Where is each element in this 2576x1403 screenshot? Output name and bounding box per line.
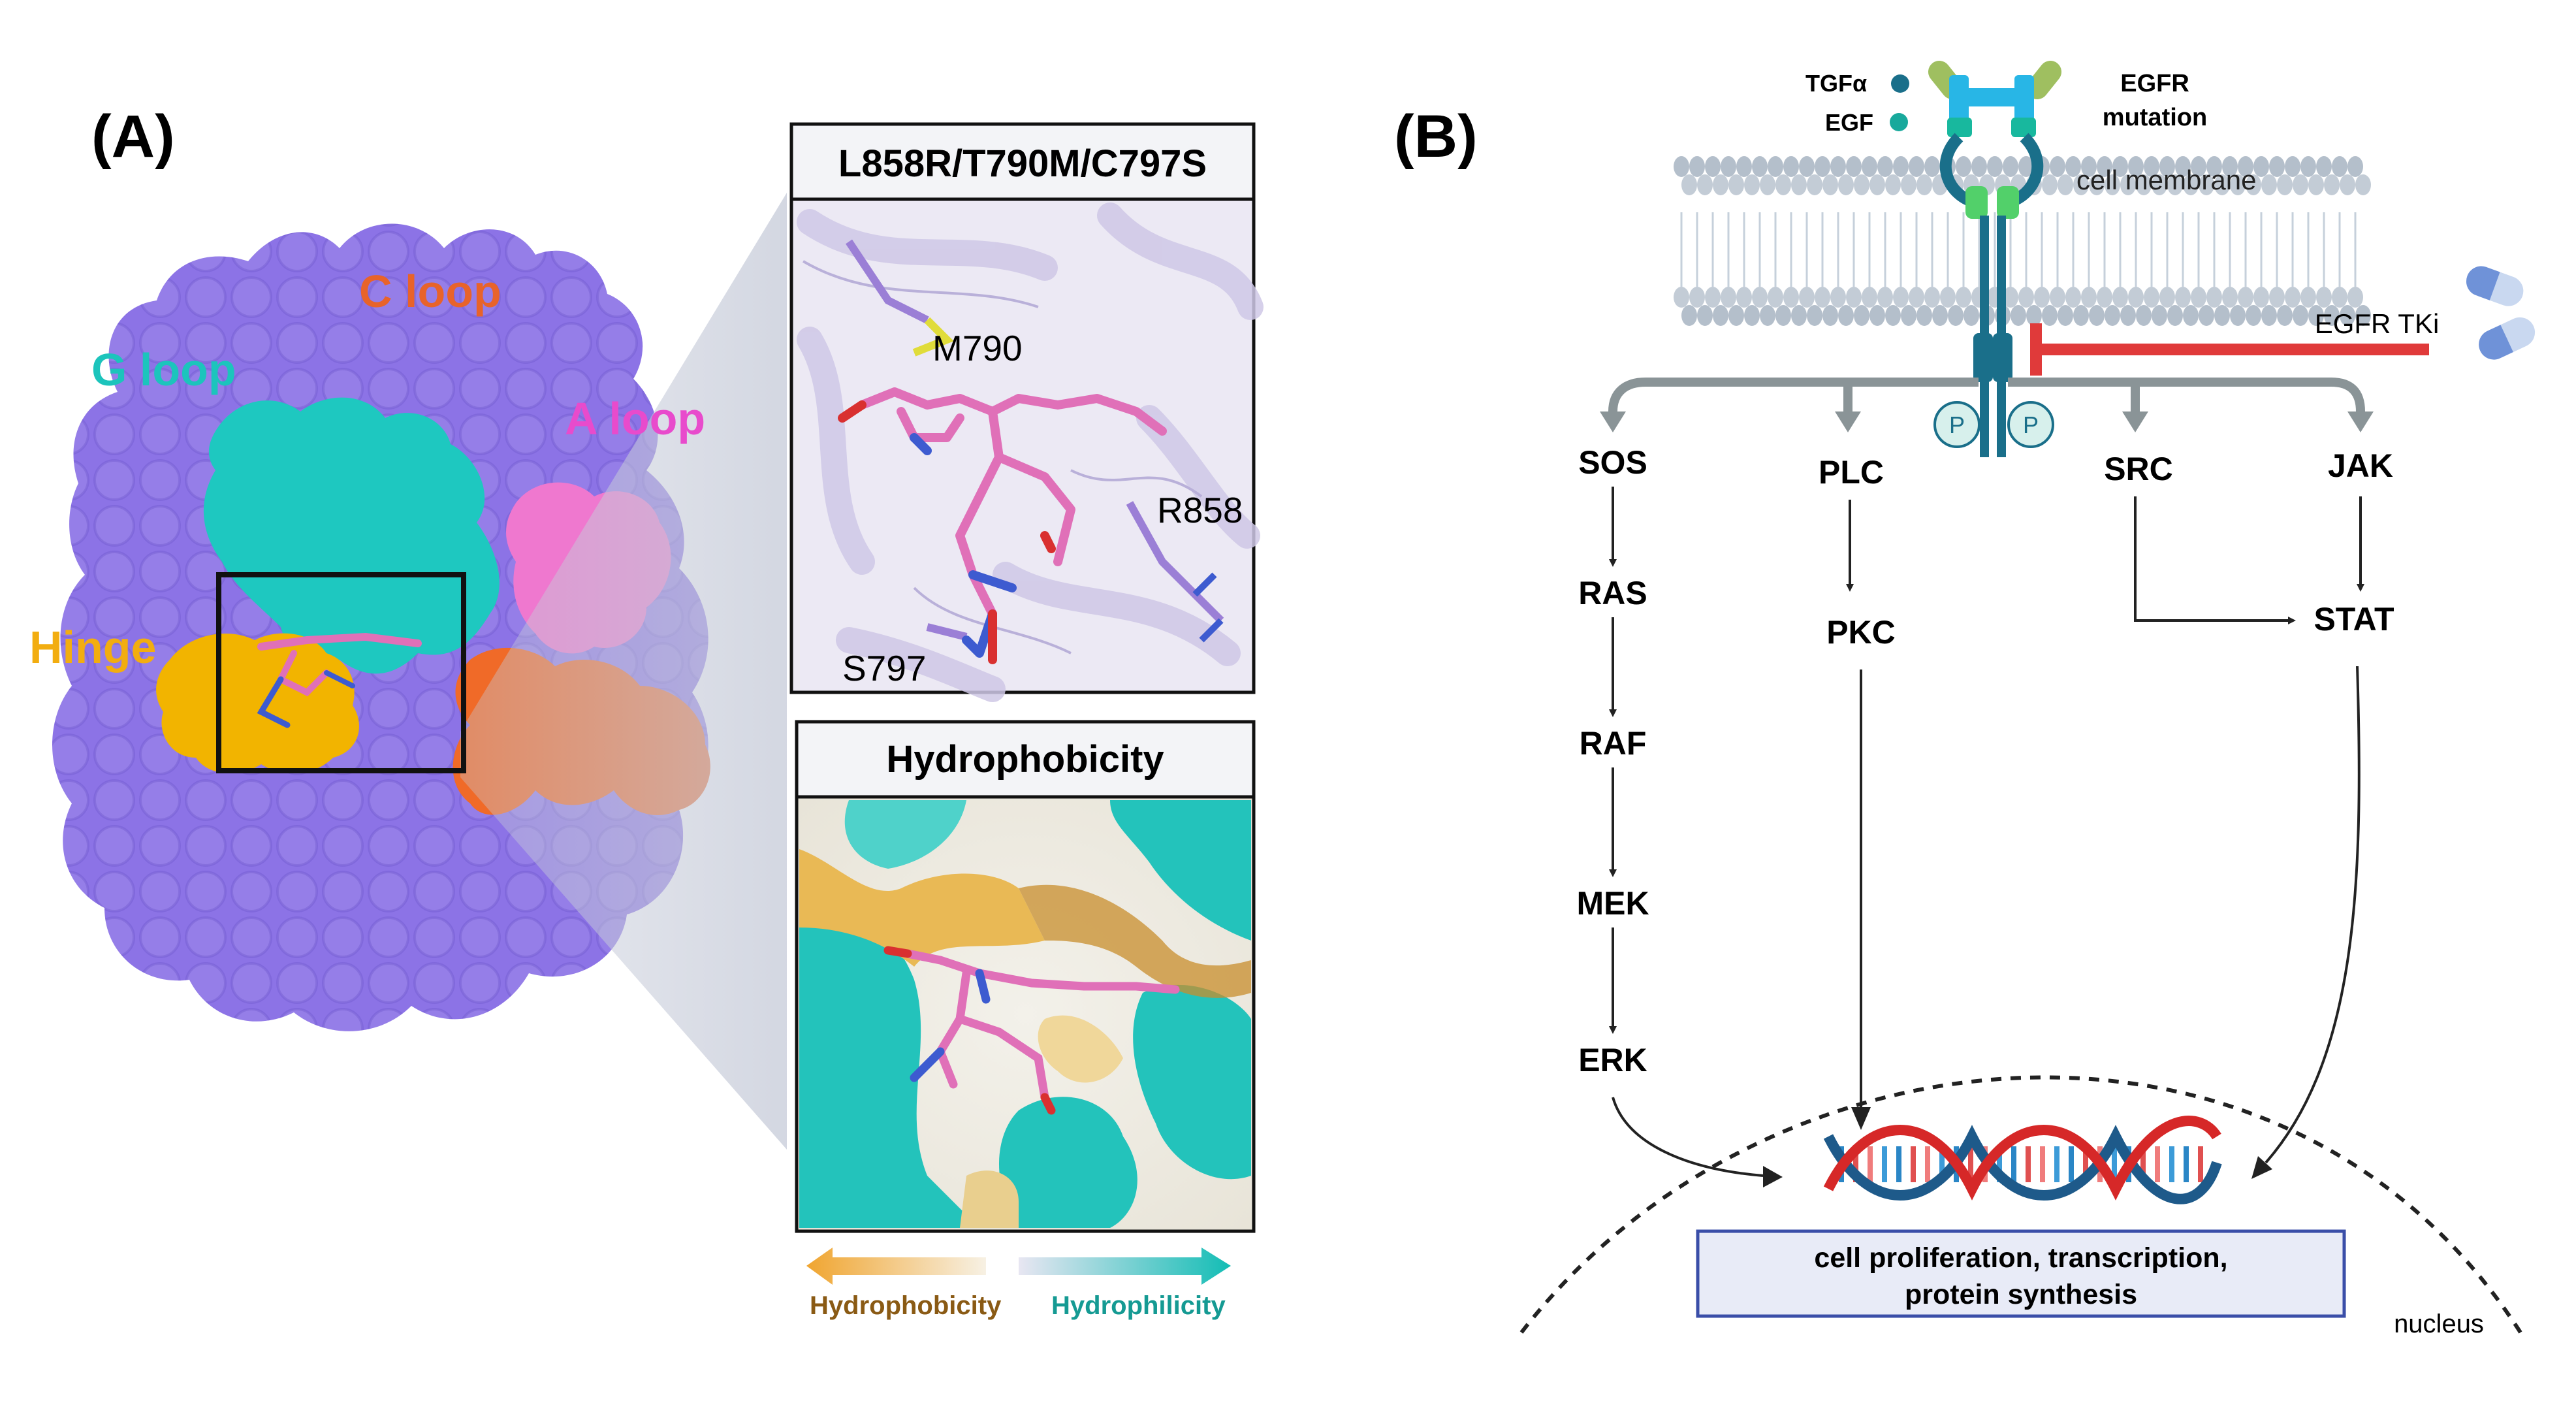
- ligand-tgfa-label: TGFα: [1805, 70, 1867, 97]
- panel-a-label: (A): [91, 103, 175, 170]
- tgfa-dot: [1891, 74, 1909, 93]
- node-erk: ERK: [1578, 1042, 1647, 1078]
- protein-surface: [52, 193, 787, 1150]
- r858-stick: [1126, 501, 1224, 624]
- cascade-arrowheads: [1763, 1107, 2272, 1187]
- node-src: SRC: [2104, 451, 2173, 487]
- tki-inhibition: EGFR TKi: [2030, 308, 2440, 376]
- phospho-right: P: [2007, 401, 2054, 448]
- nucleus-label: nucleus: [2394, 1310, 2484, 1338]
- egfr-receptor: [1928, 61, 2061, 457]
- m790-stick: [846, 239, 929, 324]
- nucleus-boundary: [1519, 1075, 2522, 1334]
- hinge-label: Hinge: [29, 622, 156, 673]
- ligand-egf-label: EGF: [1825, 109, 1873, 136]
- zoom-wedge: [460, 193, 787, 1150]
- hydro-legend: Hydrophobicity Hydrophilicity: [806, 1248, 1231, 1320]
- hydrophobicity-box: Hydrophobicity: [795, 720, 1256, 1233]
- mutant-box-title: L858R/T790M/C797S: [838, 142, 1207, 185]
- cell-membrane: cell membrane: [1672, 156, 2377, 330]
- ligand-sticks: [838, 387, 1167, 664]
- outcome-box: cell proliferation, transcription, prote…: [1696, 1229, 2346, 1318]
- pocket-selection-box: [216, 572, 466, 773]
- branch-arrowheads: [1600, 411, 2374, 432]
- svg-text:P: P: [2023, 411, 2039, 438]
- node-pkc: PKC: [1826, 614, 1896, 651]
- legend-arrow-hydrophobic: [806, 1248, 986, 1285]
- node-stat: STAT: [2314, 601, 2394, 637]
- membrane-label: cell membrane: [2076, 165, 2256, 195]
- node-plc: PLC: [1819, 454, 1884, 491]
- outcome-line-2: protein synthesis: [1905, 1279, 2137, 1310]
- residue-r858: R858: [1157, 490, 1243, 530]
- node-ras: RAS: [1578, 575, 1647, 611]
- c-loop-label: C loop: [359, 266, 501, 317]
- legend-hydrophilicity: Hydrophilicity: [1051, 1291, 1226, 1320]
- node-sos: SOS: [1578, 444, 1647, 481]
- g-loop-label: G loop: [91, 344, 236, 395]
- hinge-region: [156, 633, 359, 773]
- tki-label: EGFR TKi: [2315, 308, 2440, 339]
- legend-hydrophobicity: Hydrophobicity: [810, 1291, 1002, 1320]
- egfr-mutation-l2: mutation: [2103, 104, 2207, 131]
- residue-s797: S797: [842, 648, 926, 688]
- g-loop-region: [203, 397, 500, 674]
- egf-dot: [1890, 113, 1908, 131]
- node-raf: RAF: [1580, 725, 1647, 762]
- mutant-zoom-box: L858R/T790M/C797S: [789, 122, 1264, 702]
- hydro-box-title: Hydrophobicity: [886, 738, 1164, 781]
- egfr-mutation-l1: EGFR: [2120, 70, 2189, 97]
- legend-arrow-hydrophilic: [1019, 1248, 1231, 1285]
- node-mek: MEK: [1576, 885, 1649, 922]
- dna-helix-icon: [1823, 1116, 2222, 1204]
- phospho-left: P: [1933, 401, 1980, 448]
- ligand-overview: [257, 632, 422, 728]
- ligand-hydro: [883, 946, 1180, 1115]
- outcome-line-1: cell proliferation, transcription,: [1814, 1242, 2227, 1274]
- a-loop-label: A loop: [565, 393, 705, 444]
- panel-b-label: (B): [1394, 103, 1478, 170]
- s797-stick: [926, 623, 968, 641]
- svg-text:P: P: [1949, 411, 1965, 438]
- pill-icon: [2466, 266, 2536, 360]
- residue-m790: M790: [932, 328, 1023, 368]
- node-jak: JAK: [2328, 447, 2393, 484]
- hydro-surface: [799, 800, 1251, 1228]
- cascade-arrows: [1609, 487, 2364, 1177]
